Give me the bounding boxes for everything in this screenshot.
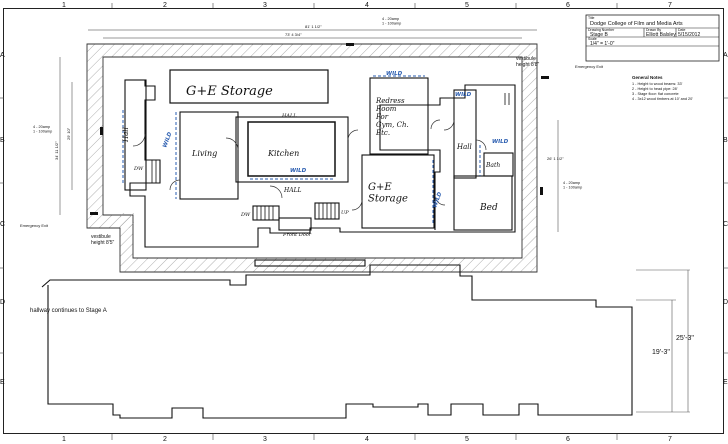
sheet-border <box>3 8 724 434</box>
room-hall-top: HALL <box>281 113 297 119</box>
grid-row-b-left: B <box>0 137 5 144</box>
grid-col-6-bottom: 6 <box>566 436 570 443</box>
grid-col-ticks <box>0 3 728 440</box>
grid-col-2-top: 2 <box>163 2 167 9</box>
room-living: Living <box>191 149 217 158</box>
grid-rows: A B C D E A B C D E <box>0 52 728 386</box>
room-hall-bottom: HALL <box>283 187 302 194</box>
grid-col-7-bottom: 7 <box>668 436 672 443</box>
dim-right: 26' 1 1/2" <box>547 156 564 161</box>
hallway-label: hallway continues to Stage A <box>30 308 107 314</box>
grid-col-3-top: 3 <box>263 2 267 9</box>
dimension-lines <box>59 29 689 412</box>
grid-row-e-left: E <box>0 379 5 386</box>
power-boxes <box>90 43 549 215</box>
grid-col-1-bottom: 1 <box>62 436 66 443</box>
stage-walls <box>86 43 538 273</box>
label-up: UP <box>341 210 349 216</box>
grid-row-b-right: B <box>723 137 728 144</box>
grid-row-d-left: D <box>0 299 5 306</box>
general-note-4: 4 - 3x12 wood timbers at 10' and 20' <box>632 97 693 101</box>
drawing-number: Stage B <box>590 32 608 38</box>
dim-left-a: 34' 11 1/2" <box>54 141 59 160</box>
general-note-1: 1 - Height to wood beams: 33' <box>632 82 683 86</box>
wild-walls <box>122 75 481 225</box>
door-swings <box>132 119 487 211</box>
scale-label: Scale <box>588 37 597 41</box>
grid-col-6-top: 6 <box>566 2 570 9</box>
room-bath: Bath <box>485 162 500 169</box>
title-label: Title <box>588 16 595 20</box>
title-block: Title Dodge College of Film and Media Ar… <box>585 14 720 62</box>
general-note-2: 2 - Height to head pipe: 28' <box>632 87 678 91</box>
general-notes: General Notes 1 - Height to wood beams: … <box>632 75 693 101</box>
date: 5/15/2012 <box>678 32 700 38</box>
wild-label-2: WILD <box>290 168 307 174</box>
grid-row-a-right: A <box>723 52 728 59</box>
drawn-by: Elliott Balsley <box>646 32 676 38</box>
grid-col-4-top: 4 <box>365 2 369 9</box>
stairs <box>151 93 510 220</box>
grid-col-2-bottom: 2 <box>163 436 167 443</box>
grid-row-a-left: A <box>0 52 5 59</box>
grid-col-5-top: 5 <box>465 2 469 9</box>
grid-row-e-right: E <box>723 379 728 386</box>
room-hall-right: Hall <box>456 143 472 151</box>
dim-top-outer: 81' 1 1/2" <box>305 24 322 29</box>
drawn-by-label: Drawn By <box>646 28 661 32</box>
room-kitchen: Kitchen <box>267 149 299 158</box>
room-bed: Bed <box>479 203 498 213</box>
wild-label-3: WILD <box>386 71 403 77</box>
drawing-number-label: Drawing Number <box>588 28 615 32</box>
grid-columns: 1 2 3 4 5 6 7 1 2 3 4 5 6 7 <box>62 2 672 443</box>
dim-right-big: 25'-3" <box>676 335 694 342</box>
room-storage-top: G+E Storage <box>186 84 273 99</box>
dim-left-b: 29' 10" <box>66 127 71 140</box>
grid-col-3-bottom: 3 <box>263 436 267 443</box>
grid-col-5-bottom: 5 <box>465 436 469 443</box>
hallway-outline <box>41 259 633 419</box>
wild-label-5: WILD <box>492 139 509 145</box>
wild-label-1: WILD <box>162 131 173 149</box>
wild-label-4: WILD <box>432 191 443 209</box>
room-hall-left: Hall <box>122 127 130 143</box>
title-text: Dodge College of Film and Media Arts <box>590 21 683 27</box>
emergency-exit-right: Emergency Exit <box>575 64 604 69</box>
label-dw-left: DW <box>133 166 144 172</box>
grid-row-c-right: C <box>723 221 728 228</box>
dim-top-inner: 73' 4 3/4" <box>285 32 302 37</box>
dim-right-small: 19'-3" <box>652 349 670 356</box>
emergency-exit-left: Emergency Exit <box>20 223 49 228</box>
wild-label-6: WILD <box>455 92 472 98</box>
grid-col-7-top: 7 <box>668 2 672 9</box>
label-dw-center: DW <box>240 212 251 218</box>
general-note-3: 3 - Stage floor: flat concrete <box>632 92 679 96</box>
label-front-door: Front Door <box>282 232 312 238</box>
date-label: Date <box>678 28 685 32</box>
grid-col-1-top: 1 <box>62 2 66 9</box>
grid-row-c-left: C <box>0 221 5 228</box>
general-notes-heading: General Notes <box>632 75 663 80</box>
grid-row-d-right: D <box>723 299 728 306</box>
set-outline <box>124 69 516 248</box>
scale: 1/4" = 1'-0" <box>590 41 615 47</box>
grid-col-4-bottom: 4 <box>365 436 369 443</box>
